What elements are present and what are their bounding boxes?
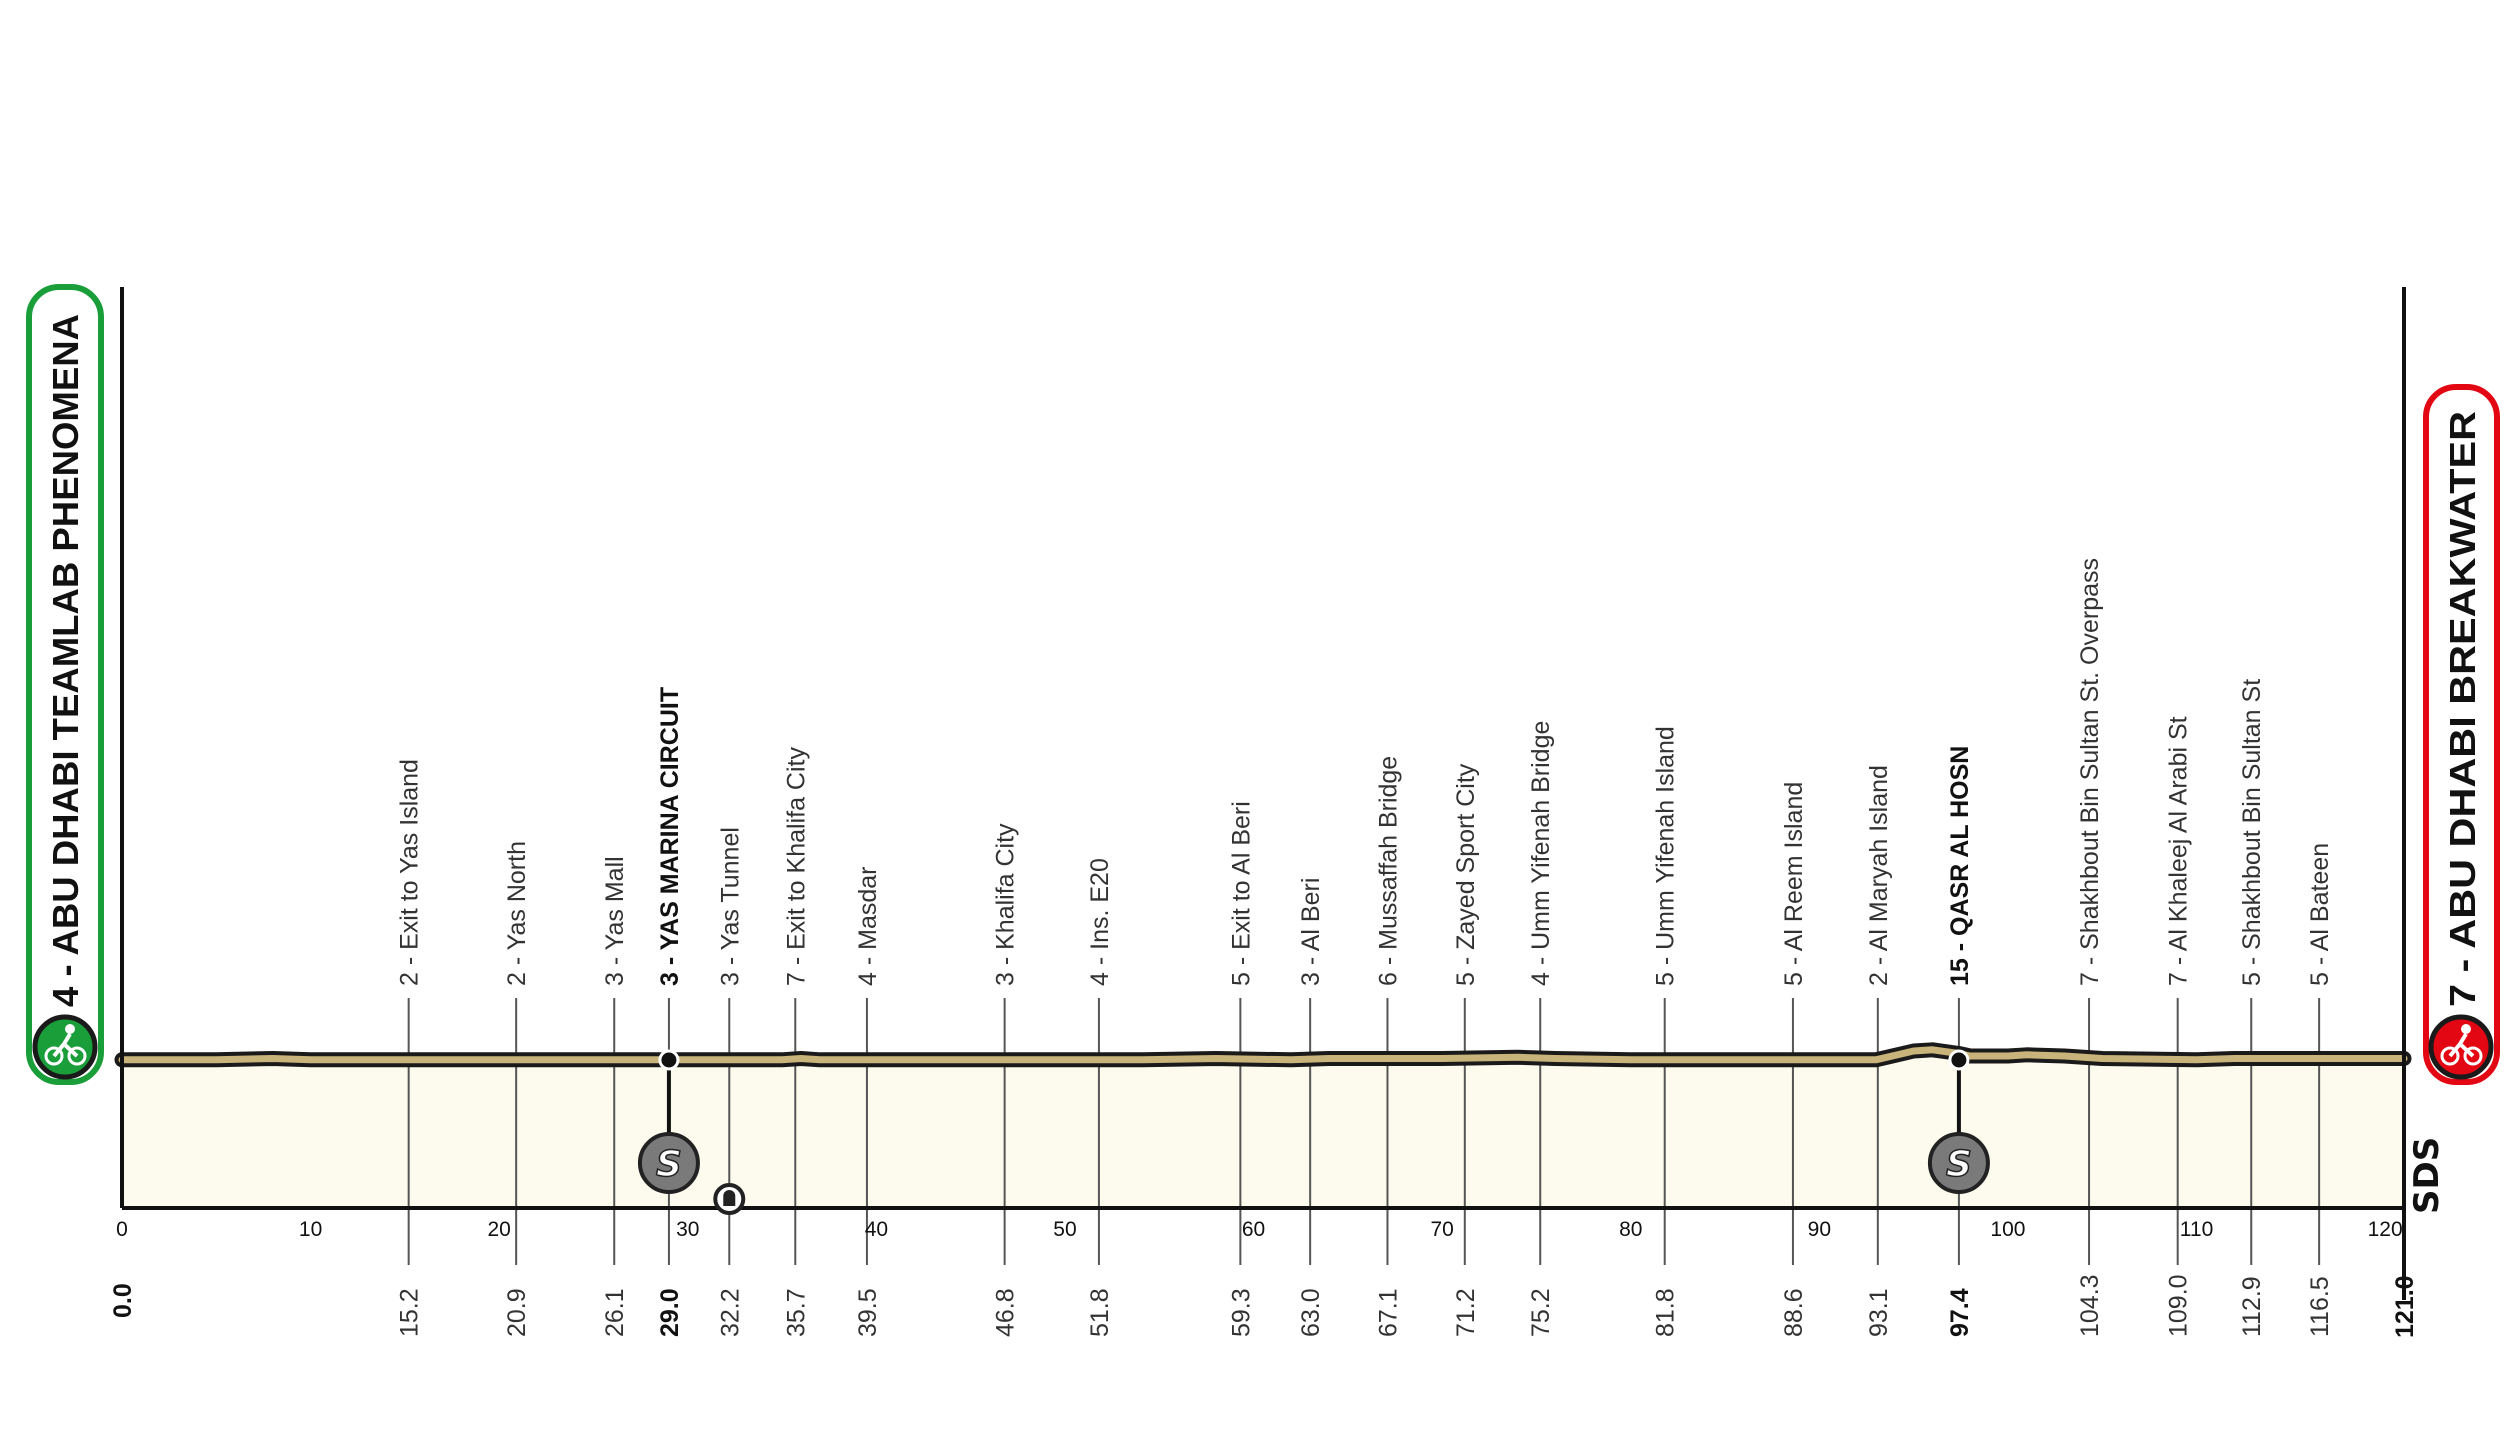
x-tick-label: 100 — [1990, 1218, 2025, 1241]
waypoint-label: 5 - Zayed Sport City — [1452, 763, 1480, 986]
finish-km: 121.0 — [2391, 1275, 2419, 1338]
waypoint-label: 2 - Exit to Yas Island — [396, 759, 424, 986]
waypoint-labels: 2 - Exit to Yas Island 15.2 2 - Yas North 2… — [396, 558, 2334, 1337]
waypoint-label: 2 - Yas North — [503, 841, 531, 986]
svg-text:S: S — [1946, 1144, 1972, 1185]
waypoint-km: 109.0 — [2165, 1274, 2193, 1337]
start-label: 4 - ABU DHABI TEAMLAB PHENOMENA — [45, 314, 86, 1007]
waypoint-label: 3 - YAS MARINA CIRCUIT — [656, 687, 684, 986]
svg-text:S: S — [656, 1144, 682, 1185]
waypoint-label: 7 - Exit to Khalifa City — [782, 747, 810, 986]
waypoint-label: 4 - Masdar — [854, 867, 882, 986]
waypoint-label: 5 - Umm Yifenah Island — [1652, 726, 1680, 986]
waypoint-label: 3 - Khalifa City — [992, 823, 1020, 986]
waypoint-km: 112.9 — [2238, 1276, 2266, 1337]
x-tick-label: 60 — [1242, 1218, 1265, 1241]
sprint-icon: S — [637, 1049, 700, 1194]
waypoint-km: 15.2 — [396, 1288, 424, 1337]
waypoint-km: 88.6 — [1780, 1288, 1808, 1337]
waypoint-km: 20.9 — [503, 1288, 531, 1337]
waypoint-label: 4 - Umm Yifenah Bridge — [1527, 721, 1555, 986]
sds-logo: SDS — [2407, 1137, 2447, 1214]
start-cyclist-icon — [32, 1014, 98, 1080]
profile-line — [118, 1046, 2408, 1064]
x-tick-label: 120 — [2368, 1218, 2403, 1241]
start-km: 0.0 — [109, 1283, 137, 1318]
waypoint-km: 39.5 — [854, 1288, 882, 1337]
waypoint-km: 32.2 — [716, 1288, 744, 1337]
waypoint-km: 51.8 — [1086, 1288, 1114, 1337]
waypoint-label: 4 - Ins. E20 — [1086, 858, 1114, 986]
x-tick-label: 90 — [1808, 1218, 1831, 1241]
sprint-icon: S — [1927, 1049, 1990, 1194]
waypoint-label: 15 - QASR AL HOSN — [1946, 746, 1974, 986]
x-tick-label: 80 — [1619, 1218, 1642, 1241]
x-tick-label: 50 — [1053, 1218, 1076, 1241]
finish-label: 7 - ABU DHABI BREAKWATER — [2442, 411, 2483, 1007]
x-tick-label: 20 — [488, 1218, 511, 1241]
waypoint-km: 46.8 — [992, 1288, 1020, 1337]
waypoint-km: 116.5 — [2306, 1276, 2334, 1337]
waypoint-label: 7 - Al Khaleej Al Arabi St — [2165, 716, 2193, 986]
x-tick-label: 30 — [676, 1218, 699, 1241]
x-tick-label: 0 — [116, 1218, 128, 1241]
waypoint-km: 29.0 — [656, 1288, 684, 1337]
waypoint-km: 104.3 — [2076, 1274, 2104, 1337]
finish-cyclist-icon — [2428, 1014, 2494, 1080]
waypoint-label: 3 - Yas Tunnel — [716, 827, 744, 986]
x-tick-label: 40 — [865, 1218, 888, 1241]
waypoint-km: 81.8 — [1652, 1288, 1680, 1337]
waypoint-km: 75.2 — [1527, 1288, 1555, 1337]
profile-area — [122, 1049, 2404, 1208]
tunnel-icon — [713, 1183, 746, 1215]
waypoint-label: 7 - Shakhbout Bin Sultan St. Overpass — [2076, 558, 2104, 986]
waypoint-km: 71.2 — [1452, 1288, 1480, 1337]
waypoint-km: 63.0 — [1297, 1288, 1325, 1337]
waypoint-label: 2 - Al Maryah Island — [1865, 765, 1893, 986]
waypoint-label: 5 - Exit to Al Beri — [1227, 801, 1255, 986]
waypoint-label: 3 - Al Beri — [1297, 878, 1325, 986]
waypoint-km: 59.3 — [1227, 1288, 1255, 1337]
waypoint-km: 93.1 — [1865, 1288, 1893, 1337]
waypoint-label: 3 - Yas Mall — [601, 856, 629, 986]
x-tick-label: 110 — [2180, 1218, 2213, 1241]
finish-box: 7 - ABU DHABI BREAKWATER — [2423, 384, 2500, 1085]
waypoint-km: 97.4 — [1946, 1288, 1974, 1337]
waypoint-km: 35.7 — [782, 1288, 810, 1337]
waypoint-label: 5 - Al Reem Island — [1780, 782, 1808, 986]
x-tick-labels: 0 10 20 30 40 50 60 70 80 90 100 110 120 — [116, 1218, 2403, 1241]
waypoint-km: 67.1 — [1374, 1288, 1402, 1337]
waypoint-lines — [407, 998, 2321, 1265]
waypoint-label: 5 - Shakhbout Bin Sultan St — [2238, 679, 2266, 986]
waypoint-km: 26.1 — [601, 1288, 629, 1337]
x-tick-label: 10 — [299, 1218, 322, 1241]
waypoint-label: 5 - Al Bateen — [2306, 843, 2334, 986]
x-tick-label: 70 — [1430, 1218, 1453, 1241]
waypoint-label: 6 - Mussaffah Bridge — [1374, 756, 1402, 986]
start-box: 4 - ABU DHABI TEAMLAB PHENOMENA — [26, 284, 104, 1085]
